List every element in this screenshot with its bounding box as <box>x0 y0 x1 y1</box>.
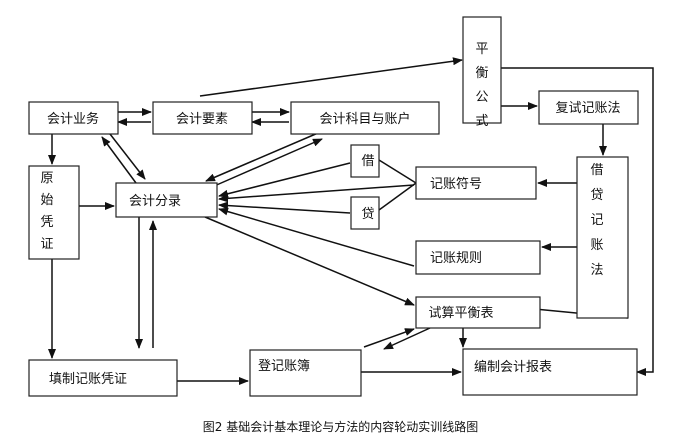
node-label: 登记账簿 <box>258 359 310 374</box>
edge-shisuan-to-zhangbu <box>383 327 431 350</box>
figure-caption: 图2 基础会计基本理论与方法的内容轮动实训线路图 <box>202 420 479 434</box>
node-label: 原始凭证 <box>40 171 53 252</box>
edge-dai-to-fenlu <box>218 201 351 214</box>
edge-jie-to-fenlu <box>218 162 351 198</box>
edge-zhangbu-to-shisuan <box>363 328 415 348</box>
node-fushi-jizhang: 复试记账法 <box>538 90 639 125</box>
edge-guize-to-fenlu <box>218 207 415 267</box>
node-tianzhi-pingzheng: 填制记账凭证 <box>28 359 178 397</box>
node-bianzhi-baobiao: 编制会计报表 <box>462 348 638 396</box>
node-label: 借 <box>361 154 374 169</box>
edge-dai-to-fuhao <box>378 182 417 211</box>
node-label: 记账规则 <box>430 251 482 266</box>
node-label: 复试记账法 <box>555 101 620 116</box>
node-dengji-zhangbu: 登记账簿 <box>249 349 362 397</box>
node-kuaiji-yaosu: 会计要素 <box>152 101 253 135</box>
node-jizhang-fuhao: 记账符号 <box>415 166 537 200</box>
edge-jie-to-fuhao <box>378 159 417 184</box>
node-kemu-zhanghu: 会计科目与账户 <box>290 101 440 135</box>
node-jizhang-guize: 记账规则 <box>415 240 541 275</box>
node-dai: 贷 <box>350 196 380 230</box>
edge-yaosu-to-gongshi <box>199 57 463 97</box>
node-label: 会计业务 <box>47 111 99 127</box>
edge-fenlu-to-yewu <box>101 136 137 184</box>
edge-fuhao-to-fenlu <box>218 184 415 203</box>
edge-kemu-to-fenlu <box>205 132 319 182</box>
node-kuaiji-yewu: 会计业务 <box>28 101 119 135</box>
node-pingheng-gongshi: 平衡公式 <box>462 16 502 129</box>
node-label: 填制记账凭证 <box>49 372 127 387</box>
edge-fenlu-to-shisuan <box>204 216 415 306</box>
node-label: 贷 <box>361 207 374 222</box>
edges <box>48 57 654 385</box>
node-label: 编制会计报表 <box>474 360 552 375</box>
node-label: 记账符号 <box>430 176 482 192</box>
edge-gongshi-to-baobiao <box>501 67 654 376</box>
node-yuanshi-pingzheng: 原始凭证 <box>28 165 80 260</box>
node-label: 平衡公式 <box>475 42 488 129</box>
node-shisuan-pingheng: 试算平衡表 <box>415 296 541 329</box>
node-jie: 借 <box>350 144 380 178</box>
node-kuaiji-fenlu: 会计分录 <box>115 182 218 218</box>
node-jiedai-jizhang: 借贷记账法 <box>576 156 629 319</box>
edge-yewu-to-fenlu <box>109 133 146 180</box>
node-label: 试算平衡表 <box>428 306 493 321</box>
node-label: 借贷记账法 <box>590 163 603 278</box>
edge-fenlu-to-kemu <box>211 138 323 188</box>
node-label: 会计分录 <box>129 194 181 209</box>
node-label: 会计要素 <box>176 112 228 127</box>
node-label: 会计科目与账户 <box>319 111 410 127</box>
